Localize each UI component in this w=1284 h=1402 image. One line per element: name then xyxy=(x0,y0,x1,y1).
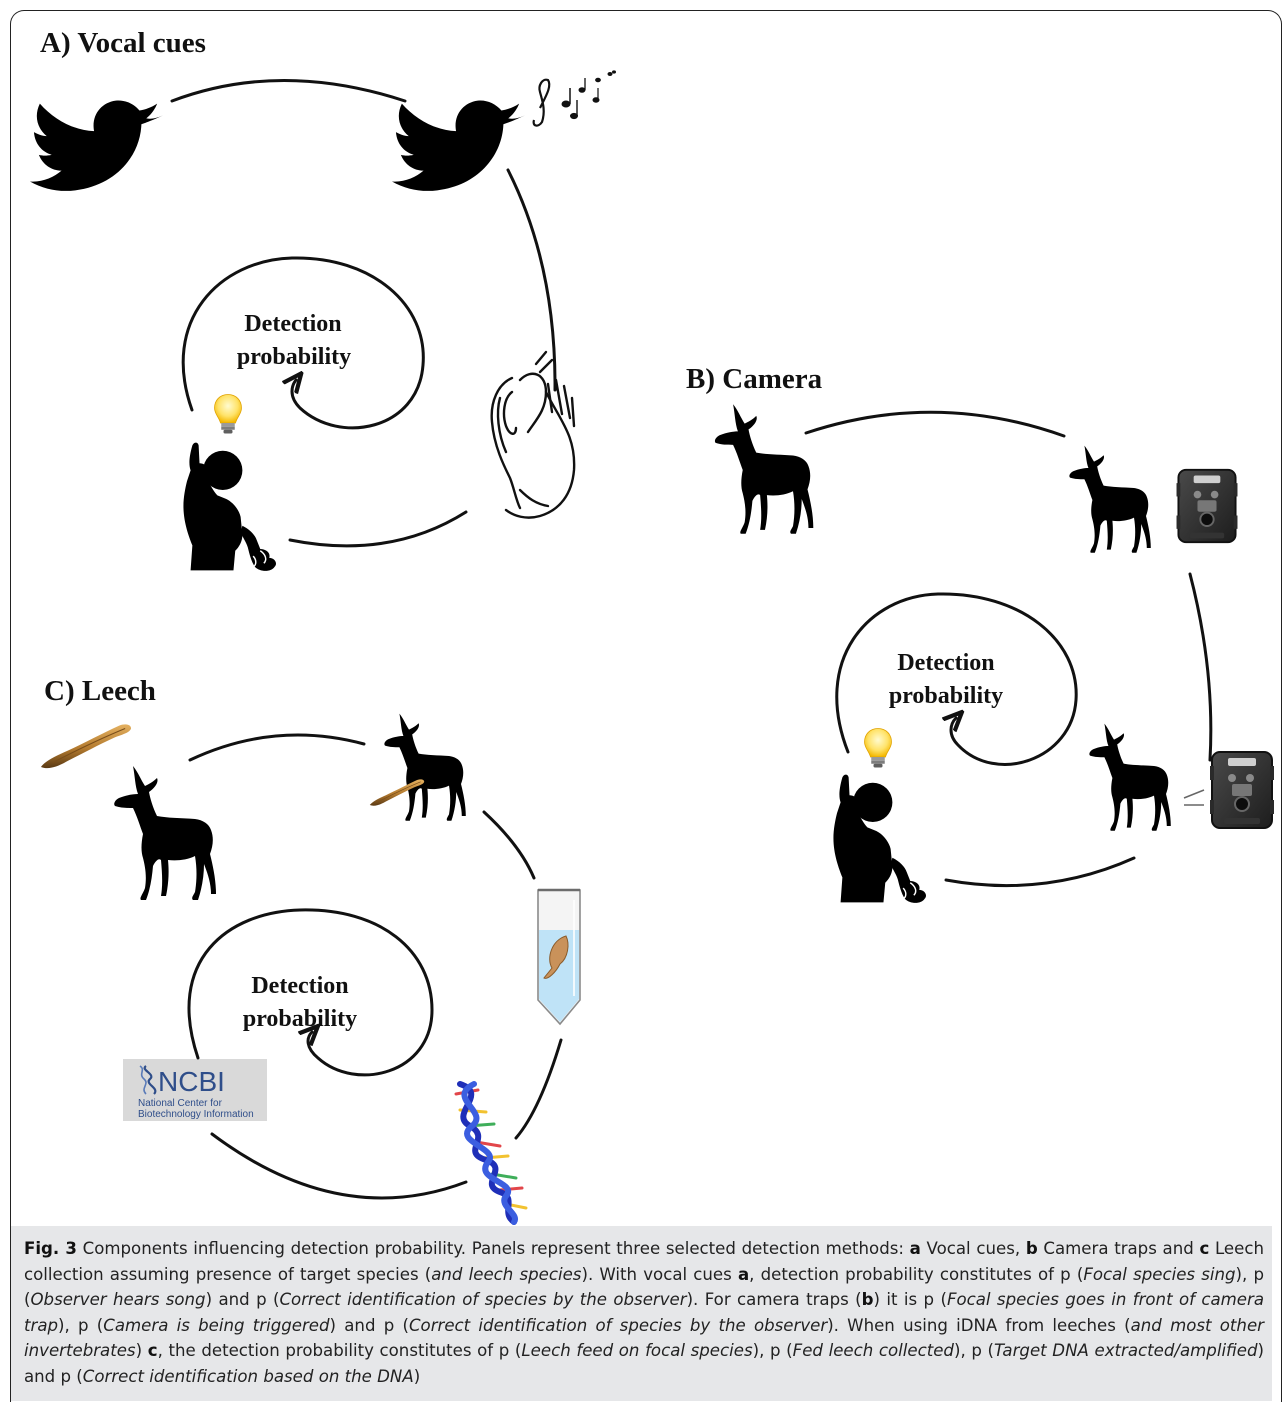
caption-text: Components influencing detection probabi… xyxy=(76,1239,910,1258)
caption-italic: Focal species goes in front of camera tr… xyxy=(24,1290,1264,1335)
ncbi-name: NCBI xyxy=(158,1066,225,1097)
caption-panel-ref: c xyxy=(147,1341,158,1360)
bird-icon xyxy=(30,100,164,191)
music-notes-icon xyxy=(532,70,616,127)
panel-c-center-line1: Detection xyxy=(251,973,348,999)
lightbulb-icon xyxy=(864,728,892,768)
panel-b-title: B) Camera xyxy=(686,363,823,395)
tube-icon xyxy=(537,888,581,1026)
spiral-a xyxy=(170,79,557,548)
caption-italic: Camera is being triggered xyxy=(103,1315,330,1335)
deer-icon xyxy=(1089,723,1171,831)
trigger-lines xyxy=(1183,789,1205,806)
panel-a-center-line1: Detection xyxy=(244,311,341,337)
caption-text: Camera traps and xyxy=(1037,1239,1200,1258)
caption-panel-ref: a xyxy=(909,1239,921,1258)
caption-italic: and most other invertebrates xyxy=(24,1315,1264,1361)
caption-text: ). With vocal cues xyxy=(581,1264,738,1284)
figure-caption: Fig. 3 Components influencing detection … xyxy=(24,1236,1264,1389)
panel-a-title: A) Vocal cues xyxy=(40,27,206,59)
dna-helix-icon xyxy=(454,1081,528,1225)
caption-fig-label: Fig. 3 xyxy=(24,1239,77,1258)
panel-c-title: C) Leech xyxy=(44,675,156,707)
singing-bird-icon xyxy=(392,100,526,191)
caption-text: ) and p ( xyxy=(24,1341,1265,1386)
camera-trap-icon xyxy=(1176,468,1238,544)
caption-text: ), p ( xyxy=(24,1264,1264,1310)
observer-icon xyxy=(182,441,277,572)
deer-icon xyxy=(1069,445,1151,553)
caption-text: Leech collection assuming presence of ta… xyxy=(24,1239,1264,1284)
panel-b-center-line1: Detection xyxy=(897,650,994,676)
panel-c: C) Leech xyxy=(40,675,581,1225)
lightbulb-icon xyxy=(214,394,242,434)
ncbi-line2: Biotechnology Information xyxy=(138,1109,254,1120)
caption-italic: Correct identification of species by the… xyxy=(279,1290,687,1309)
listening-ear-icon xyxy=(490,350,576,519)
caption-text: ) it is p ( xyxy=(873,1290,947,1309)
caption-italic: Correct identification based on the DNA xyxy=(82,1366,414,1386)
caption-italic: Target DNA extracted/amplified xyxy=(994,1341,1258,1360)
caption-text: Vocal cues, xyxy=(920,1239,1026,1258)
panel-a: A) Vocal cues xyxy=(30,27,616,572)
caption-text: ) and p ( xyxy=(205,1290,280,1309)
deer-icon xyxy=(114,766,216,900)
ncbi-logo: NCBI National Center for Biotechnology I… xyxy=(123,1059,267,1121)
caption-text: ). When using iDNA from leeches ( xyxy=(827,1315,1131,1335)
caption-panel-ref: c xyxy=(1199,1239,1210,1258)
camera-trap-icon xyxy=(1210,751,1274,829)
panel-b-center-line2: probability xyxy=(889,683,1003,709)
caption-text: ). For camera traps ( xyxy=(686,1290,862,1309)
caption-italic: Correct identification of species by the… xyxy=(408,1315,828,1335)
panel-b: B) Camera Detection probability xyxy=(686,363,1274,904)
caption-panel-ref: b xyxy=(861,1290,874,1309)
caption-text: ), p ( xyxy=(752,1341,793,1360)
caption-italic: Fed leech collected xyxy=(792,1341,954,1360)
spiral-b xyxy=(804,410,1213,888)
deer-icon xyxy=(384,713,466,821)
panel-a-center-line2: probability xyxy=(237,344,351,370)
caption-text: ) and p ( xyxy=(329,1315,409,1335)
leech-on-deer-icon xyxy=(369,778,425,807)
deer-icon xyxy=(714,404,814,534)
caption-panel-ref: b xyxy=(1025,1239,1038,1258)
caption-italic: and leech species xyxy=(431,1264,582,1284)
caption-italic: Leech feed on focal species xyxy=(521,1341,753,1360)
observer-icon xyxy=(832,773,927,904)
caption-text: ) xyxy=(135,1341,148,1360)
caption-text: , detection probability constitutes of p… xyxy=(749,1264,1084,1284)
leech-icon xyxy=(40,723,132,769)
caption-italic: Focal species sing xyxy=(1083,1264,1236,1284)
panel-c-center-line2: probability xyxy=(243,1006,357,1032)
caption-text: , the detection probability constitutes … xyxy=(157,1341,522,1360)
caption-background xyxy=(11,1226,1272,1401)
caption-panel-ref: a xyxy=(737,1264,750,1284)
spiral-c xyxy=(187,733,563,1200)
caption-text: ) xyxy=(413,1366,421,1386)
caption-text: ), p ( xyxy=(58,1315,104,1335)
caption-text: ), p ( xyxy=(953,1341,995,1360)
ncbi-line1: National Center for xyxy=(138,1098,223,1109)
figure-frame xyxy=(10,10,1282,1402)
caption-italic: Observer hears song xyxy=(30,1290,206,1309)
